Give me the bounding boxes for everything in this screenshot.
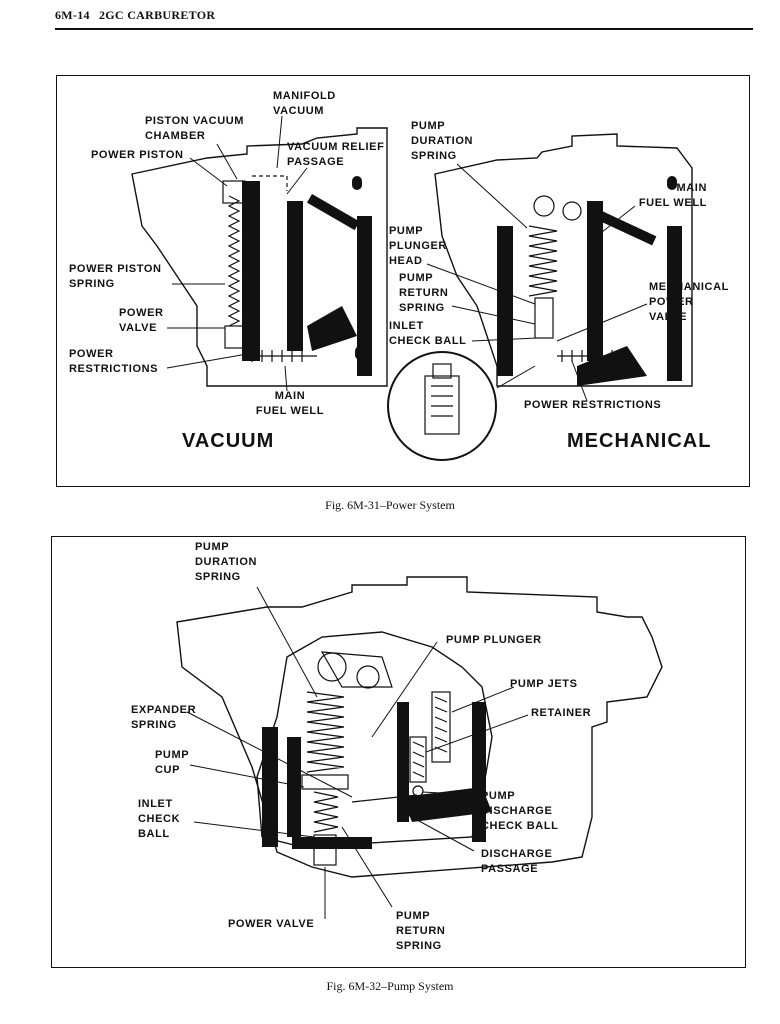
label-pump-duration-spring: PUMP DURATION SPRING — [195, 541, 258, 583]
label-expander-spring: EXPANDER SPRING — [131, 704, 197, 731]
figure1-caption: Fig. 6M-31–Power System — [325, 498, 455, 512]
page-title: 2GC CARBURETOR — [99, 8, 216, 22]
figure-power-system: MANIFOLD VACUUM PISTON VACUUM CHAMBER PO… — [56, 75, 750, 487]
label-power-valve: POWER VALVE — [228, 918, 315, 930]
label-pump-jets: PUMP JETS — [510, 678, 578, 690]
heading-vacuum: VACUUM — [182, 430, 275, 452]
heading-mechanical: MECHANICAL — [567, 430, 712, 452]
label-pump-plunger-head: PUMP PLUNGER HEAD — [389, 225, 447, 267]
label-pump-cup: PUMP CUP — [155, 749, 190, 776]
label-main-fuel-well-left: MAIN FUEL WELL — [255, 390, 325, 417]
figure2-caption: Fig. 6M-32–Pump System — [326, 979, 454, 993]
label-power-piston-spring: POWER PISTON SPRING — [69, 263, 162, 290]
label-power-restrictions-right: POWER RESTRICTIONS — [524, 399, 662, 411]
label-pump-duration-spring: PUMP DURATION SPRING — [411, 120, 474, 162]
label-power-restrictions-left: POWER RESTRICTIONS — [69, 348, 159, 375]
label-inlet-check-ball: INLET CHECK BALL — [389, 320, 467, 347]
label-mechanical-power-valve: MECHANICAL POWER VALVE — [649, 281, 729, 323]
label-retainer: RETAINER — [531, 707, 592, 719]
label-discharge-passage: DISCHARGE PASSAGE — [481, 848, 553, 875]
label-piston-vacuum-chamber: PISTON VACUUM CHAMBER — [145, 115, 245, 142]
label-pump-return-spring: PUMP RETURN SPRING — [399, 272, 449, 314]
page-header: 6M-14 2GC CARBURETOR — [55, 6, 753, 30]
label-power-valve: POWER VALVE — [119, 307, 164, 334]
figure-pump-system: PUMP DURATION SPRING PUMP PLUNGER PUMP J… — [51, 536, 746, 968]
label-pump-discharge-check-ball: PUMP DISCHARGE CHECK BALL — [481, 790, 559, 832]
label-pump-return-spring: PUMP RETURN SPRING — [396, 910, 446, 952]
label-inlet-check-ball: INLET CHECK BALL — [138, 798, 181, 840]
power-system-illustration — [131, 115, 693, 461]
label-main-fuel-well-right: MAIN FUEL WELL — [638, 182, 707, 209]
label-power-piston: POWER PISTON — [91, 149, 184, 161]
label-pump-plunger: PUMP PLUNGER — [446, 634, 542, 646]
page-number: 6M-14 — [55, 8, 90, 22]
label-manifold-vacuum: MANIFOLD VACUUM — [273, 90, 336, 117]
pump-system-illustration — [176, 576, 663, 919]
label-vacuum-relief-passage: VACUUM RELIEF PASSAGE — [287, 141, 385, 168]
